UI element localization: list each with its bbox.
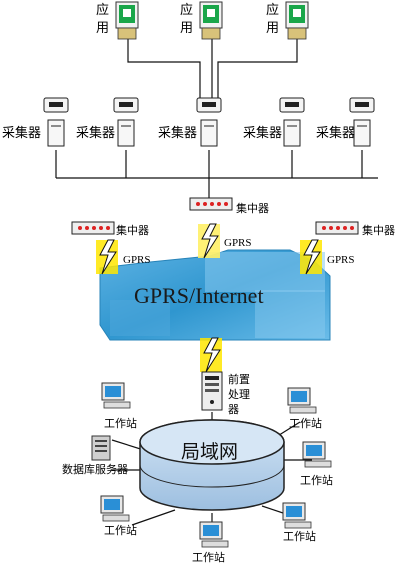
application-terminal-1 [115,1,139,40]
database-server-icon [91,435,111,461]
workstation-label-right: 工作站 [300,474,333,487]
collector-4 [279,97,305,147]
app-label-2-bottom: 用 [180,21,194,36]
workstation-icon-right [302,441,332,468]
lightning-icon-center [198,223,220,259]
workstation-label-upper-right: 工作站 [289,417,322,430]
front-processor-label-1: 前置 [228,373,250,386]
collector-5 [349,97,375,147]
workstation-icon-upper-left [101,382,131,409]
concentrator-label-center: 集中器 [236,202,269,215]
collector-label-4: 采集器 [243,126,283,141]
lan-ring [139,419,285,511]
application-terminal-2 [199,1,223,40]
app-label-2-top: 应 [180,3,194,18]
front-processor-icon [201,371,223,411]
gprs-label-right: GPRS [327,254,355,266]
gprs-label-center: GPRS [224,237,252,249]
workstation-label-lower-left: 工作站 [104,524,137,537]
lightning-icon-right [300,239,322,275]
lightning-icon-left [96,239,118,275]
concentrator-label-left: 集中器 [116,224,149,237]
workstation-icon-bottom [199,521,229,548]
app-label-3-bottom: 用 [266,21,280,36]
collector-label-1: 采集器 [2,126,42,141]
lan-label: 局域网 [181,441,239,463]
concentrator-center [189,197,233,211]
app-label-1-top: 应 [96,3,110,18]
collector-label-2: 采集器 [76,126,116,141]
app-label-3-top: 应 [266,3,280,18]
gprs-label-left: GPRS [123,254,151,266]
workstation-icon-lower-left [100,495,130,522]
concentrator-left [71,221,115,235]
collector-label-3: 采集器 [158,126,198,141]
front-processor-label-3: 器 [228,403,239,416]
workstation-icon-upper-right [287,387,317,414]
concentrator-label-right: 集中器 [362,224,395,237]
collector-2 [113,97,139,147]
workstation-label-upper-left: 工作站 [104,417,137,430]
application-terminal-3 [285,1,309,40]
db-server-label: 数据库服务器 [62,463,128,476]
collector-label-5: 采集器 [316,126,356,141]
app-label-1-bottom: 用 [96,21,110,36]
workstation-label-bottom: 工作站 [192,551,225,564]
collector-3 [196,97,222,147]
workstation-icon-lower-right [282,502,312,529]
network-label: GPRS/Internet [134,283,264,308]
collector-1 [43,97,69,147]
workstation-label-lower-right: 工作站 [283,530,316,543]
front-processor-label-2: 处理 [228,388,250,401]
concentrator-right [315,221,359,235]
lightning-icon-bottom [200,337,222,373]
gprs-internet-cloud [99,249,331,341]
